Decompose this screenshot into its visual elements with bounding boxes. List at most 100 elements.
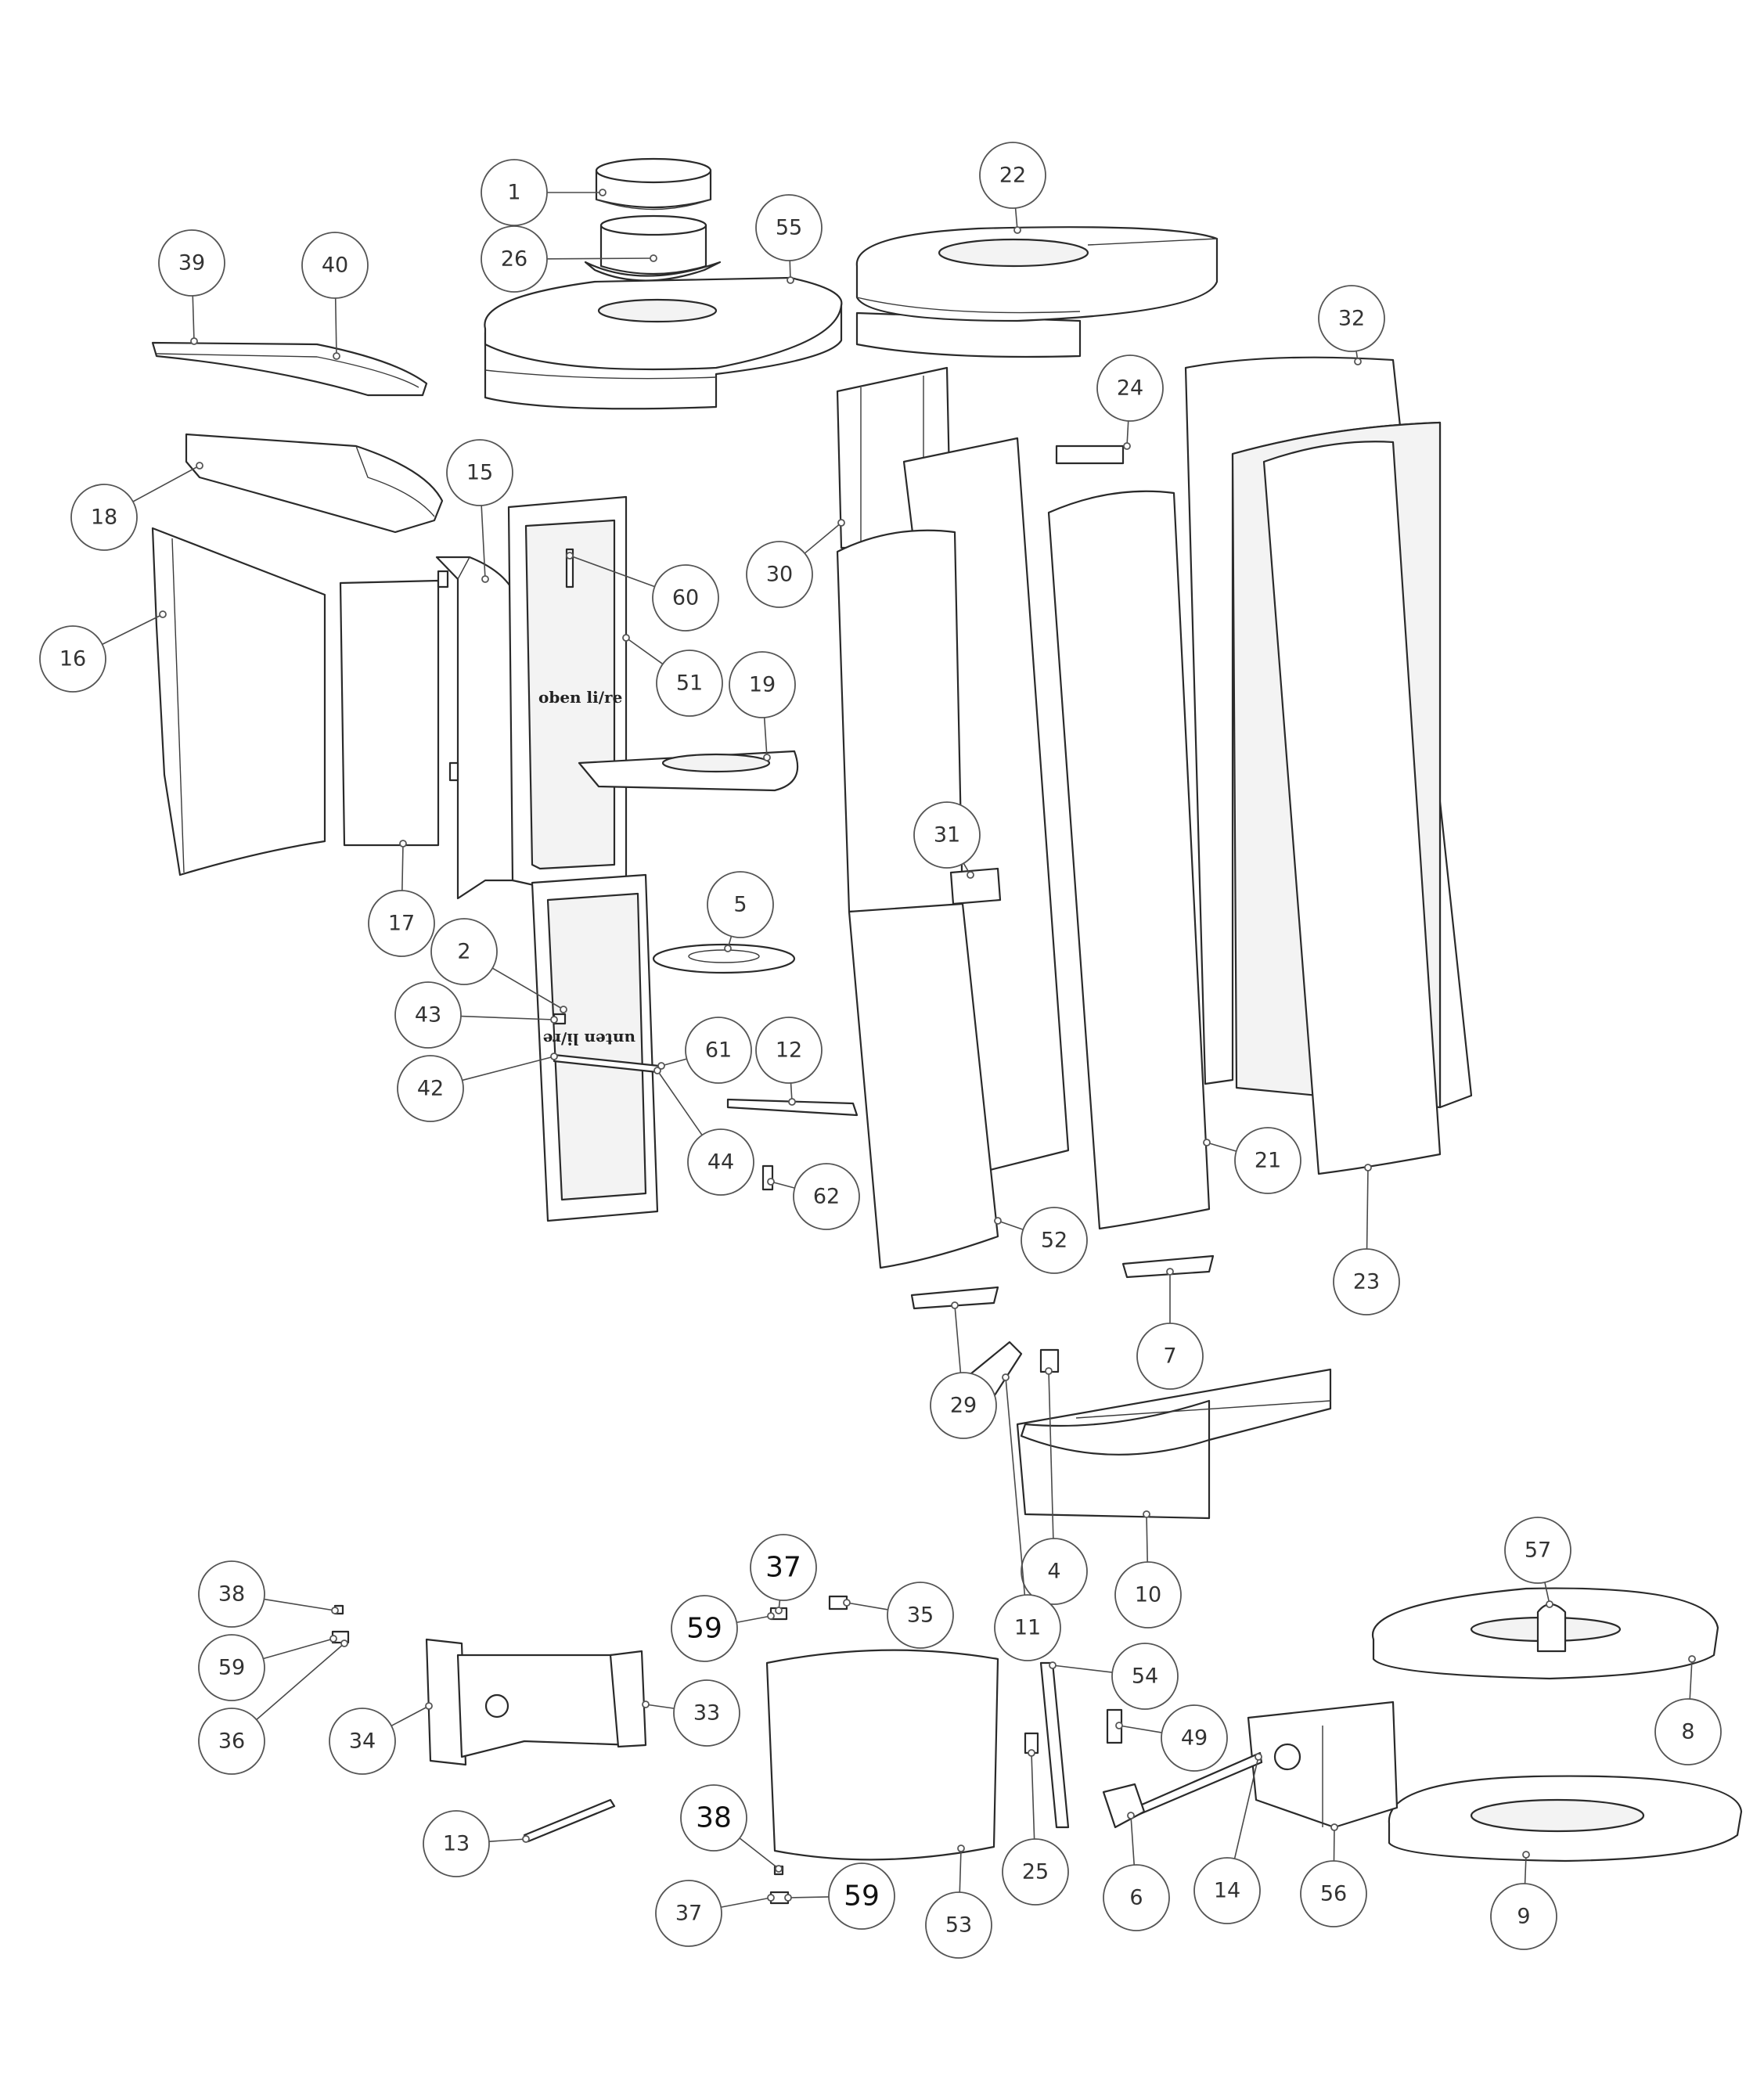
part-8-base-plate — [1371, 1587, 1719, 1680]
leader-line — [462, 1056, 555, 1081]
leader-line — [488, 1838, 527, 1842]
callout-label: 37 — [675, 1902, 702, 1926]
callout-11: 11 — [994, 1373, 1061, 1661]
leader-line — [804, 522, 842, 554]
leader-line — [645, 1704, 675, 1709]
part-55-top-plate — [484, 276, 843, 410]
leader-line — [1689, 1658, 1693, 1700]
callout-15: 15 — [446, 439, 513, 583]
callout-circle — [1114, 1561, 1182, 1629]
callout-circle — [1103, 1864, 1170, 1931]
callout-14: 14 — [1193, 1753, 1262, 1924]
callout-60: 60 — [566, 552, 719, 632]
callout-label: 40 — [322, 254, 348, 278]
callout-5: 5 — [707, 871, 774, 952]
leader-dot — [967, 871, 974, 879]
leader-dot — [1127, 1812, 1135, 1819]
callout-33: 33 — [642, 1679, 740, 1747]
callout-label: 2 — [457, 940, 470, 964]
leader-dot — [1255, 1753, 1262, 1761]
leader-line — [736, 1615, 772, 1624]
callout-label: 14 — [1214, 1879, 1240, 1903]
callout-label: 59 — [686, 1613, 722, 1645]
callout-label: 29 — [950, 1394, 977, 1418]
part-23-side-panel — [1262, 441, 1442, 1175]
callout-52: 52 — [994, 1207, 1088, 1274]
part-9-base-ring — [1388, 1775, 1743, 1862]
callout-label: 13 — [443, 1832, 470, 1856]
callout-label: 62 — [813, 1185, 840, 1209]
leader-line — [1233, 1756, 1259, 1859]
callout-circle — [423, 1810, 490, 1877]
leader-dot — [767, 1894, 775, 1902]
leader-line — [569, 555, 655, 588]
leader-dot — [522, 1835, 530, 1843]
leader-dot — [1143, 1510, 1150, 1518]
callout-label: 53 — [945, 1913, 972, 1938]
callout-2: 2 — [430, 918, 567, 1013]
callout-circle — [70, 484, 138, 551]
callout-circle — [729, 651, 796, 718]
callout-label: 54 — [1132, 1665, 1158, 1689]
callout-30: 30 — [746, 519, 845, 608]
callout-circle — [755, 194, 823, 261]
callout-label: 34 — [349, 1729, 376, 1754]
callout-label: 24 — [1117, 376, 1143, 401]
callout-label: 1 — [507, 181, 520, 205]
callout-circle — [994, 1594, 1061, 1661]
callout-circle — [1002, 1838, 1069, 1906]
callout-44: 44 — [653, 1067, 754, 1196]
callout-label: 4 — [1047, 1560, 1060, 1584]
leader-dot — [724, 945, 732, 952]
callout-circle — [685, 1017, 752, 1084]
part-26-flue-spigot — [584, 214, 722, 282]
callout-circle — [1333, 1248, 1400, 1315]
callout-34: 34 — [329, 1702, 433, 1775]
part-17-rear-brick — [339, 579, 440, 847]
callout-circle — [913, 801, 981, 869]
leader-dot — [1522, 1851, 1530, 1859]
leader-line — [460, 1015, 555, 1020]
callout-6: 6 — [1103, 1812, 1170, 1931]
part-53-lower-front — [765, 1649, 999, 1861]
leader-line — [763, 717, 768, 758]
leader-dot — [1045, 1367, 1053, 1375]
part-56-air-box — [1247, 1701, 1399, 1829]
leader-line — [334, 297, 337, 357]
leader-line — [1524, 1854, 1527, 1884]
callout-38: 38 — [198, 1560, 339, 1628]
callout-42: 42 — [397, 1053, 558, 1122]
leader-line — [192, 295, 195, 342]
callout-circle — [1504, 1517, 1571, 1584]
callout-12: 12 — [755, 1017, 823, 1106]
callout-circle — [368, 890, 435, 957]
callout-circle — [828, 1862, 895, 1930]
callout-circle — [652, 564, 719, 632]
callout-circle — [198, 1560, 265, 1628]
leader-dot — [1013, 226, 1021, 234]
callout-circle — [930, 1372, 997, 1439]
leader-dot — [788, 1098, 796, 1106]
leader-dot — [994, 1217, 1002, 1225]
leader-dot — [622, 634, 630, 642]
callout-31: 31 — [913, 801, 981, 879]
callout-label: 15 — [466, 461, 493, 485]
callout-label: 32 — [1338, 307, 1365, 331]
leader-line — [770, 1181, 795, 1189]
callout-circle — [687, 1128, 754, 1196]
leader-line — [263, 1638, 334, 1660]
leader-dot — [957, 1844, 965, 1852]
leader-line — [787, 1896, 830, 1898]
callout-circle — [397, 1055, 464, 1122]
leader-dot — [481, 575, 489, 583]
leader-line — [997, 1220, 1024, 1230]
leader-dot — [787, 276, 794, 284]
part-13-rod — [523, 1798, 616, 1843]
leader-dot — [190, 337, 198, 345]
part-18-upper-brick — [185, 433, 444, 534]
callout-37: 37 — [655, 1880, 775, 1947]
part-39-40-baffle — [151, 341, 428, 397]
leader-line — [721, 1897, 772, 1908]
callout-22: 22 — [979, 142, 1046, 234]
leader-line — [481, 505, 486, 580]
